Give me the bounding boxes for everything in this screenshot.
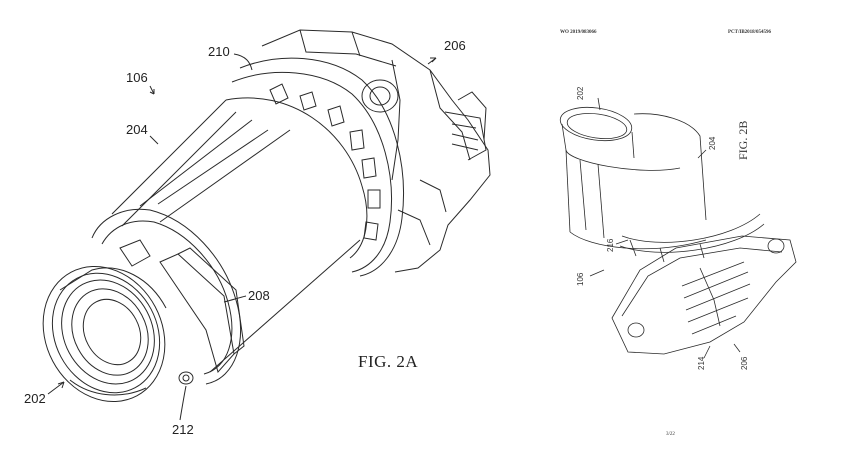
clamp-ring-210: [231, 57, 404, 277]
label-2b-202: 202: [576, 86, 585, 100]
label-210: 210: [208, 44, 230, 59]
label-2b-204: 204: [708, 136, 717, 150]
label-106: 106: [126, 70, 148, 85]
label-202: 202: [24, 391, 46, 406]
label-2b-216: 216: [606, 238, 615, 252]
fig-2b-drawing: [559, 97, 797, 359]
leader-202: [47, 381, 65, 395]
leader-106: [149, 85, 155, 95]
fig-2a-drawing: [42, 29, 491, 421]
front-flange-208: [91, 208, 245, 385]
figure-caption-2a: FIG. 2A: [358, 352, 419, 371]
figure-caption-2b: FIG. 2B: [736, 120, 750, 160]
label-206: 206: [444, 38, 466, 53]
header-application-number: PCT/IB2018/054596: [728, 30, 772, 35]
leader-212: [179, 385, 187, 421]
page-number: 3/22: [666, 432, 675, 437]
label-204: 204: [126, 122, 148, 137]
leader-208: [223, 295, 247, 303]
header-publication-number: WO 2019/083066: [560, 30, 597, 35]
label-2b-206: 206: [740, 356, 749, 370]
label-2b-214: 214: [697, 356, 706, 370]
label-208: 208: [248, 288, 270, 303]
label-212: 212: [172, 422, 194, 437]
leader-210: [233, 53, 253, 71]
cylinder-body-204: [111, 97, 368, 373]
front-hub-202: [42, 265, 167, 403]
label-2b-106: 106: [576, 272, 585, 286]
leader-204: [149, 135, 159, 145]
rear-housing-206: [261, 29, 491, 273]
